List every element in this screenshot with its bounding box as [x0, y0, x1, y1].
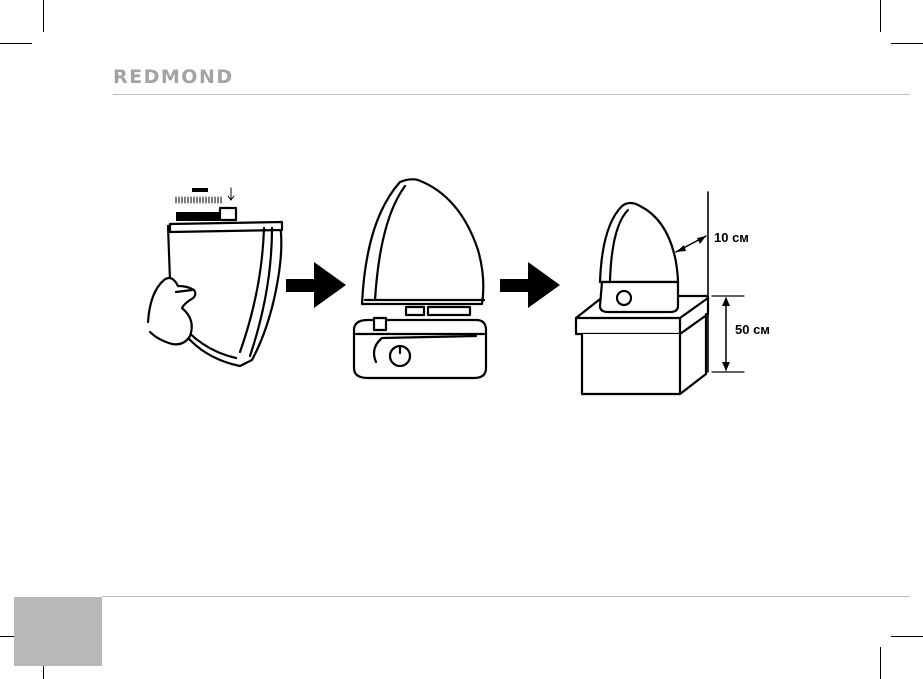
page-tab — [14, 597, 102, 666]
footer-divider — [102, 596, 910, 597]
insert-indicator — [176, 188, 234, 203]
humidifier — [600, 203, 678, 282]
placement-step — [576, 192, 744, 394]
tank-body — [362, 179, 483, 304]
table-body — [582, 334, 680, 394]
arrow-right-icon — [500, 262, 560, 308]
water-tank-step — [148, 188, 282, 366]
arrow-right-icon — [286, 262, 346, 308]
assembly-step — [354, 179, 486, 378]
tank-valve — [220, 208, 236, 220]
table-height-label: 50 см — [735, 322, 770, 337]
wall-distance-label: 10 см — [714, 230, 749, 245]
